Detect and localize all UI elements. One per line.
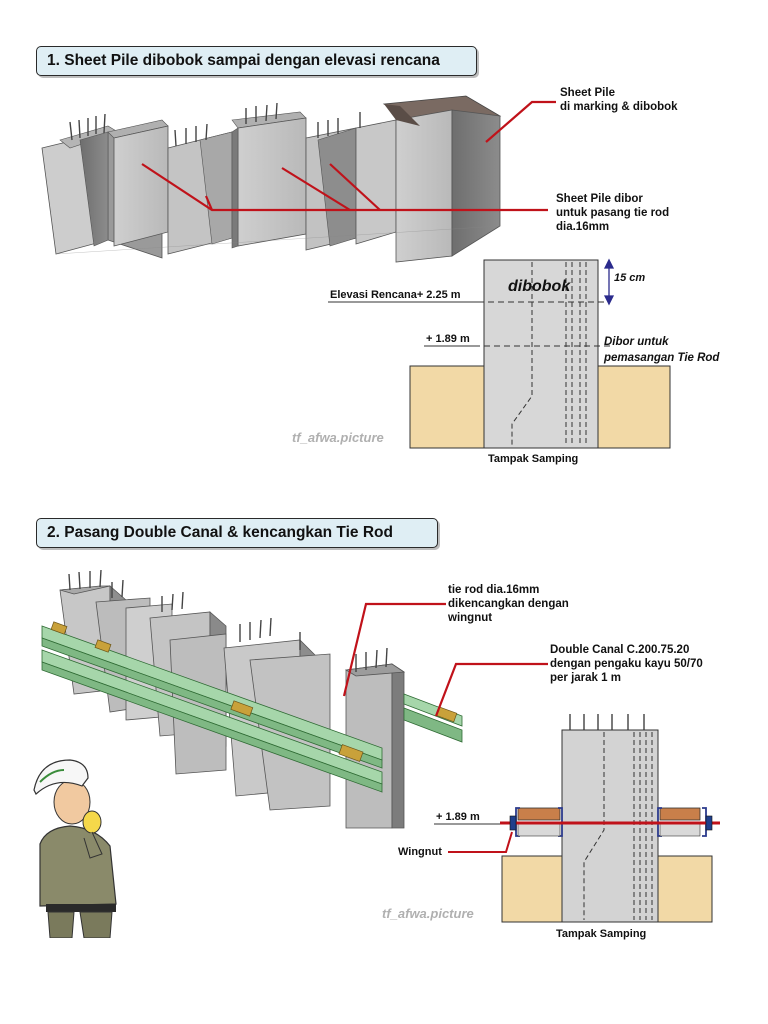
callout-canal-line1: Double Canal C.200.75.20	[550, 644, 690, 656]
caption-tampak-samping-2: Tampak Samping	[556, 928, 647, 940]
worker-character	[33, 759, 117, 938]
callout-marking-line2: di marking & dibobok	[560, 101, 678, 113]
callout-drill-line2: untuk pasang tie rod	[556, 207, 670, 219]
pile-section-2	[561, 729, 659, 923]
wingnut-right	[705, 815, 713, 831]
label-dibor-tierod: Dibor untuk pemasangan Tie Rod	[604, 334, 719, 366]
callout-drill-line1: Sheet Pile dibor	[556, 193, 643, 205]
callout-tierod-line2: dikencangkan dengan	[448, 598, 569, 610]
rebar-spikes	[69, 102, 361, 147]
callout-drill-line3: dia.16mm	[556, 221, 610, 233]
callout-lines-section2	[342, 602, 548, 717]
label-15cm: 15 cm	[614, 272, 646, 284]
label-elevasi-rencana: Elevasi Rencana+ 2.25 m	[330, 289, 461, 301]
soil-right-2	[655, 855, 713, 923]
callout-canal-line3: per jarak 1 m	[550, 672, 621, 684]
wingnut-callout-line	[448, 831, 513, 853]
wingnut-left	[509, 815, 517, 831]
label-dibobok: dibobok	[508, 278, 571, 295]
label-wingnut: Wingnut	[398, 846, 442, 858]
callout-canal-line2: dengan pengaku kayu 50/70	[550, 658, 703, 670]
sheet-pile-body	[41, 95, 502, 263]
soil-right	[597, 365, 671, 449]
rebar-spikes-2	[68, 569, 388, 672]
callout-marking-line1: Sheet Pile	[560, 87, 615, 99]
label-dibor-line1: Dibor untuk	[604, 336, 669, 348]
callout-drill: Sheet Pile dibor untuk pasang tie rod di…	[556, 192, 669, 234]
caption-tampak-samping-1: Tampak Samping	[488, 453, 579, 465]
watermark-1: tf_afwa.picture	[292, 430, 384, 445]
watermark-2: tf_afwa.picture	[382, 906, 474, 921]
callout-canal: Double Canal C.200.75.20 dengan pengaku …	[550, 643, 703, 685]
callout-tierod-line3: wingnut	[448, 612, 493, 624]
callout-marking: Sheet Pile di marking & dibobok	[560, 86, 678, 114]
section2-title: 2. Pasang Double Canal & kencangkan Tie …	[36, 518, 438, 548]
label-189-top: + 1.89 m	[426, 333, 470, 345]
wood-left	[517, 807, 561, 821]
label-dibor-line2: pemasangan Tie Rod	[604, 352, 720, 364]
soil-left-2	[501, 855, 563, 923]
pile-section	[483, 259, 599, 449]
label-189-bottom: + 1.89 m	[436, 811, 480, 823]
callout-lines-section1	[141, 100, 556, 212]
section1-title: 1. Sheet Pile dibobok sampai dengan elev…	[36, 46, 477, 76]
wood-spacers	[50, 621, 458, 762]
double-canal-beams	[41, 625, 463, 793]
wood-right	[659, 807, 701, 821]
callout-tierod-line1: tie rod dia.16mm	[448, 584, 540, 596]
callout-tierod: tie rod dia.16mm dikencangkan dengan win…	[448, 583, 569, 625]
soil-left	[409, 365, 485, 449]
